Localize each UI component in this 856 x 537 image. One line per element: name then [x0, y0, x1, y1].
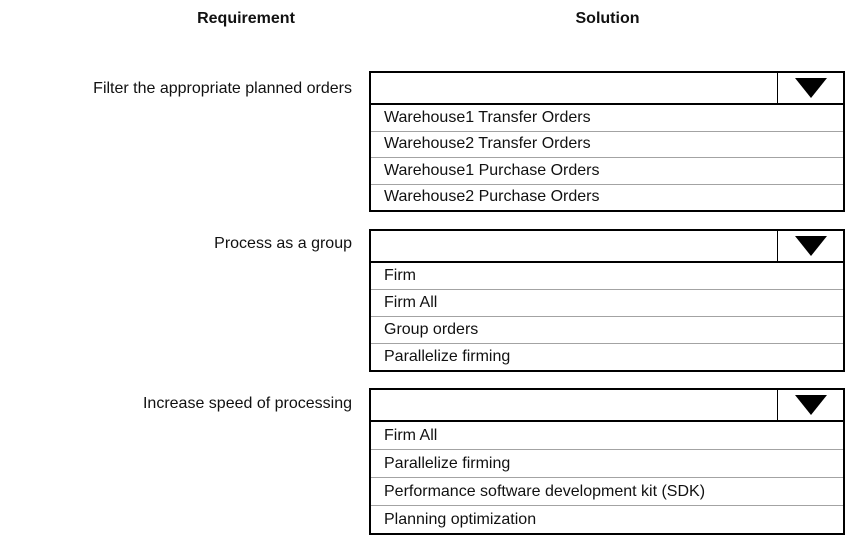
column-header-requirement: Requirement — [197, 10, 295, 27]
dropdown-open-button[interactable] — [777, 231, 843, 261]
dropdown-option[interactable]: Performance software development kit (SD… — [371, 477, 843, 505]
dropdown-option-list: Warehouse1 Transfer Orders Warehouse2 Tr… — [371, 105, 843, 210]
dropdown-selected-value[interactable] — [371, 73, 777, 103]
column-header-solution: Solution — [575, 10, 640, 27]
requirement-label-increase-speed: Increase speed of processing — [142, 395, 352, 412]
dropdown-option[interactable]: Parallelize firming — [371, 343, 843, 370]
dropdown-option-list: Firm All Parallelize firming Performance… — [371, 422, 843, 533]
dropdown-combobox[interactable] — [371, 390, 843, 422]
dropdown-open-button[interactable] — [777, 390, 843, 420]
solution-dropdown-group-3: Firm All Parallelize firming Performance… — [369, 388, 845, 535]
dropdown-combobox[interactable] — [371, 231, 843, 263]
dropdown-option[interactable]: Firm All — [371, 422, 843, 449]
dropdown-open-button[interactable] — [777, 73, 843, 103]
caret-down-icon — [794, 236, 827, 256]
requirement-label-process-as-group: Process as a group — [214, 235, 352, 252]
dropdown-selected-value[interactable] — [371, 231, 777, 261]
solution-dropdown-group-1: Warehouse1 Transfer Orders Warehouse2 Tr… — [369, 71, 845, 212]
dropdown-option[interactable]: Warehouse2 Transfer Orders — [371, 130, 843, 157]
dropdown-option[interactable]: Warehouse1 Purchase Orders — [371, 157, 843, 184]
caret-down-icon — [794, 395, 827, 415]
dropdown-option[interactable]: Firm All — [371, 289, 843, 316]
dropdown-option-list: Firm Firm All Group orders Parallelize f… — [371, 263, 843, 370]
solution-dropdown-group-2: Firm Firm All Group orders Parallelize f… — [369, 229, 845, 372]
dropdown-option[interactable]: Planning optimization — [371, 505, 843, 533]
dropdown-combobox[interactable] — [371, 73, 843, 105]
dropdown-option[interactable]: Parallelize firming — [371, 449, 843, 477]
dropdown-selected-value[interactable] — [371, 390, 777, 420]
dropdown-option[interactable]: Group orders — [371, 316, 843, 343]
dropdown-option[interactable]: Warehouse1 Transfer Orders — [371, 105, 843, 131]
requirement-label-filter-planned-orders: Filter the appropriate planned orders — [93, 80, 352, 97]
caret-down-icon — [794, 78, 827, 98]
dropdown-option[interactable]: Firm — [371, 263, 843, 289]
dropdown-option[interactable]: Warehouse2 Purchase Orders — [371, 183, 843, 210]
